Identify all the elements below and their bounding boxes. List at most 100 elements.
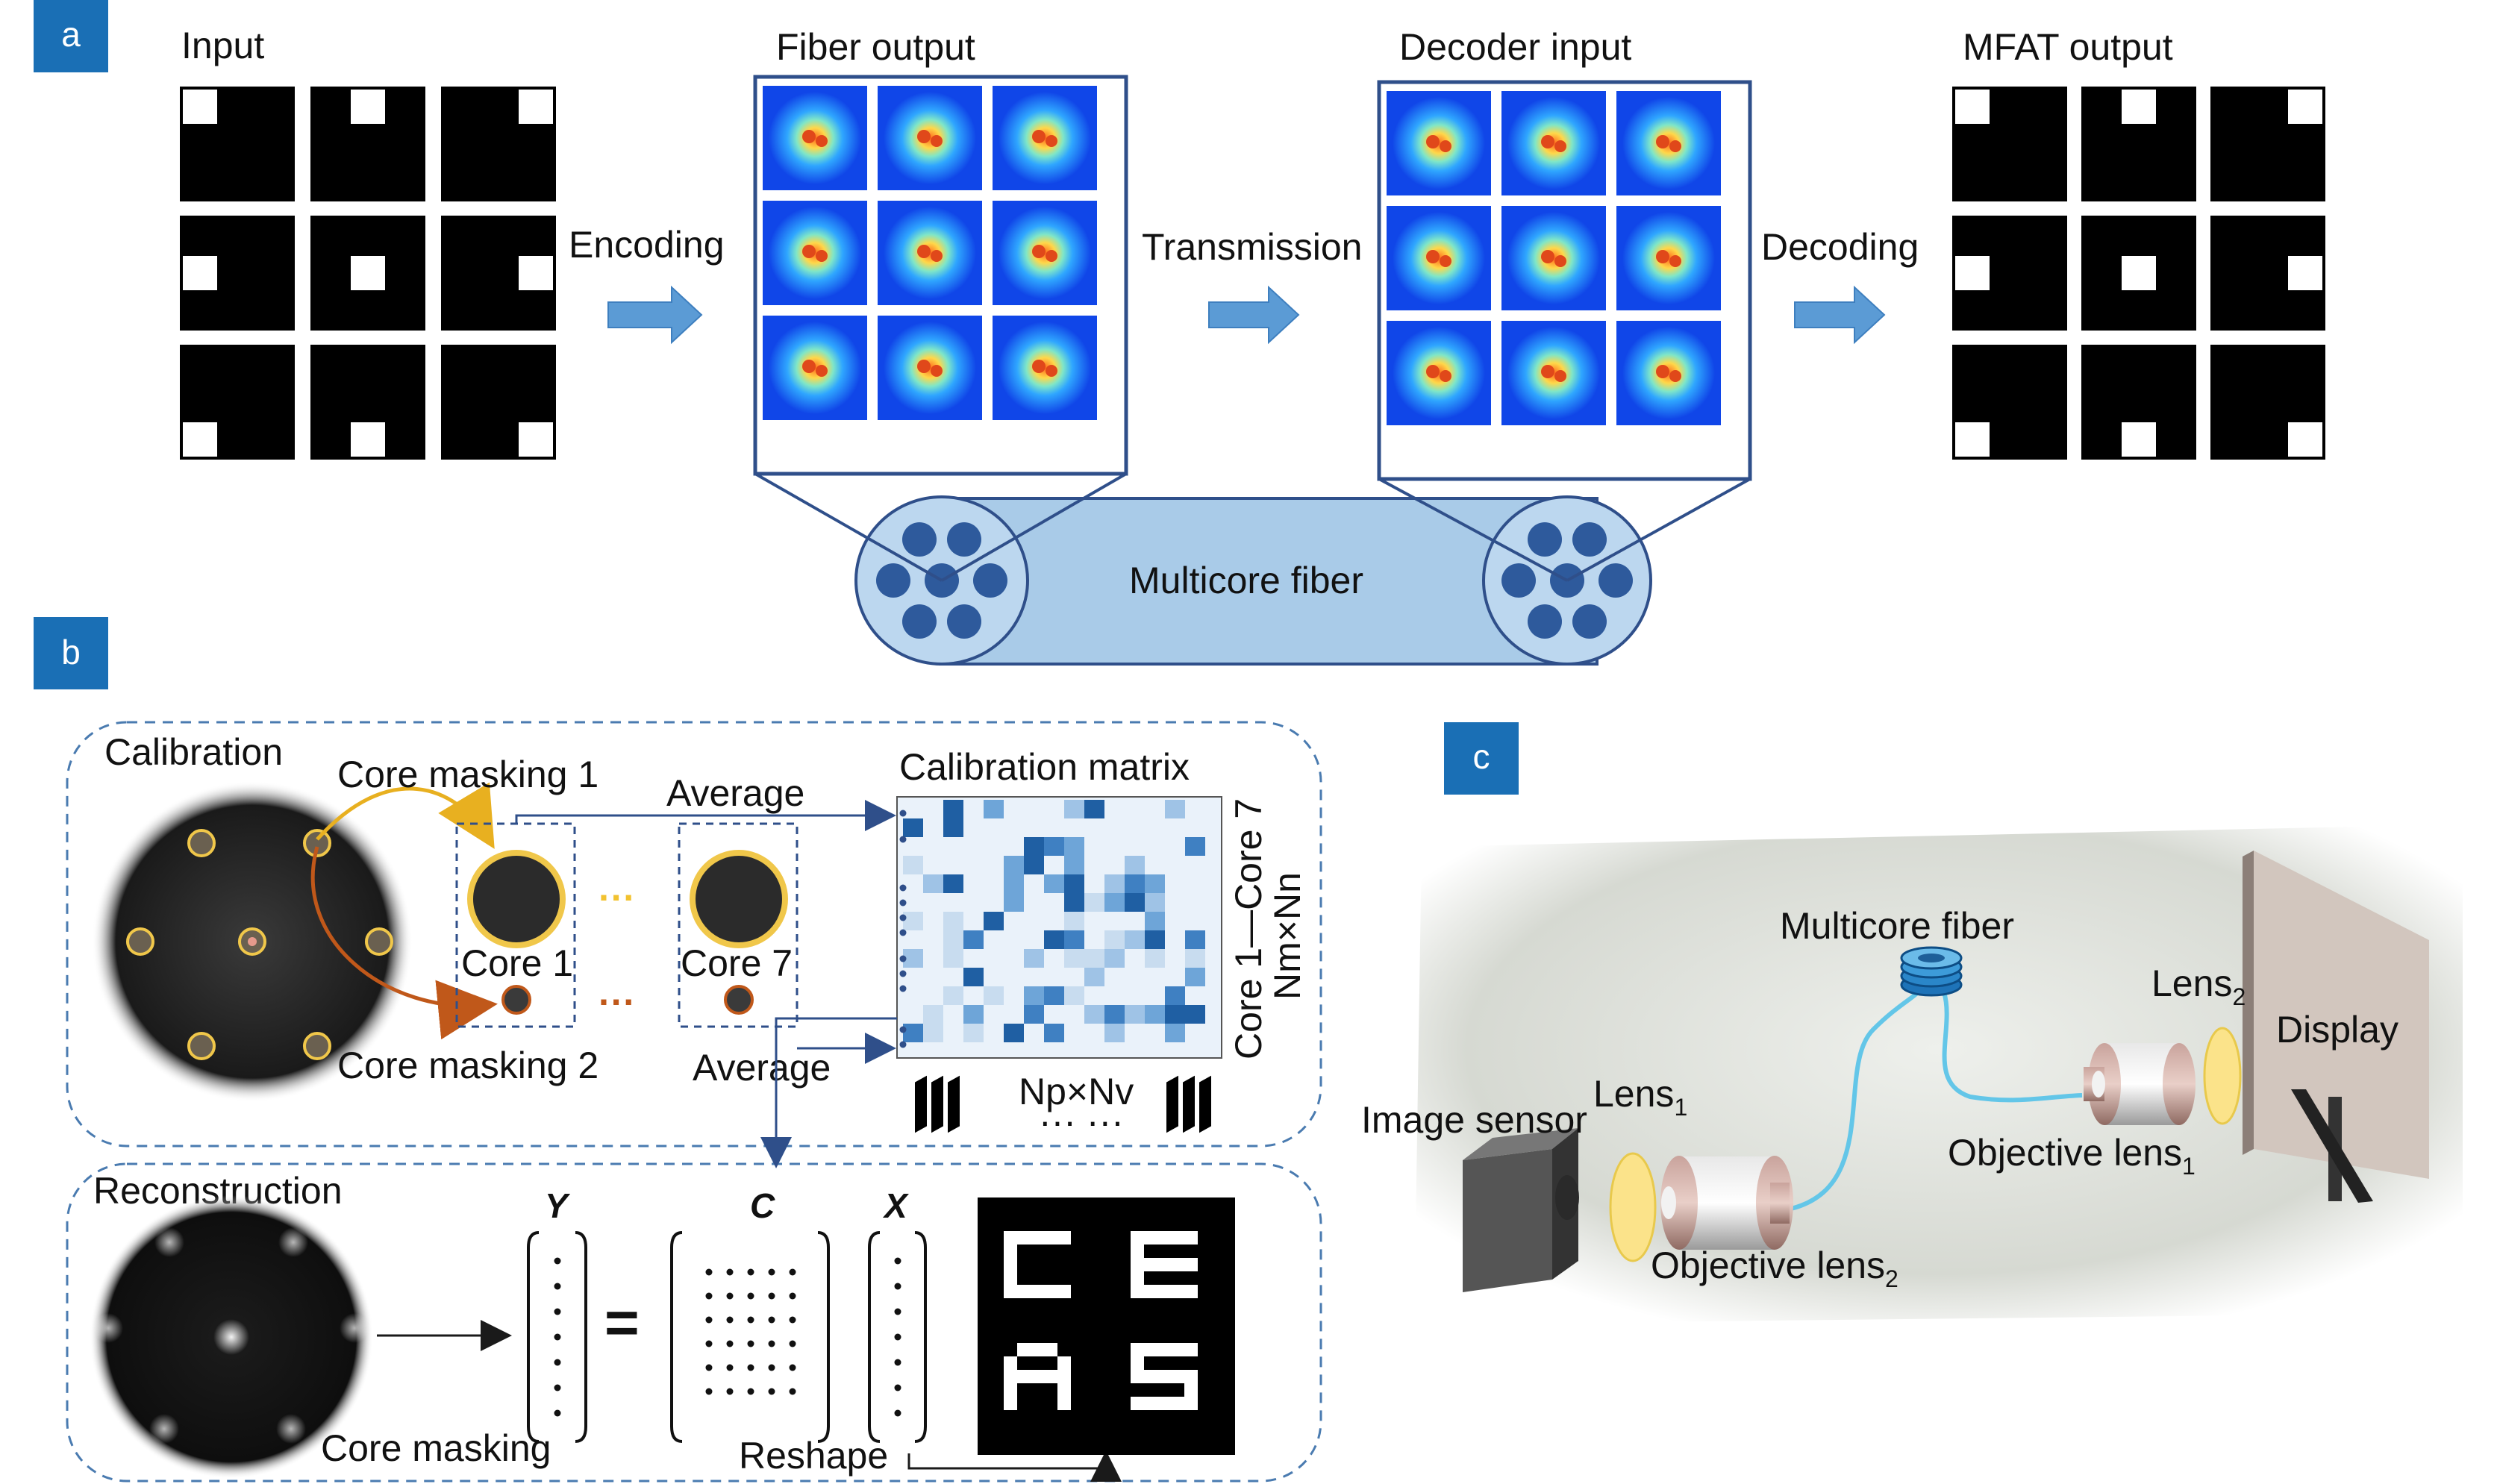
matrix-cell xyxy=(1044,837,1064,856)
speckle-spot xyxy=(917,245,931,258)
pattern-cell-black xyxy=(180,345,220,385)
matrix-cell xyxy=(1024,837,1044,856)
pattern-cell-black xyxy=(2156,419,2196,460)
pattern-block xyxy=(441,216,556,331)
letter-pixel xyxy=(1144,1285,1157,1298)
panel-c-tag xyxy=(1444,722,1519,795)
pattern-cell-black xyxy=(310,345,351,385)
letter-pixel xyxy=(1171,1343,1184,1356)
speckle-tile xyxy=(993,201,1097,305)
core-7-ring xyxy=(690,850,788,948)
matrix-cell xyxy=(984,986,1004,1005)
pattern-cell-black xyxy=(2081,419,2122,460)
c-entry-dot xyxy=(726,1268,734,1276)
pattern-cell-black xyxy=(2081,253,2122,293)
matrix-cell xyxy=(943,930,963,949)
speckle-spot xyxy=(1440,255,1451,267)
pattern-cell-black xyxy=(1990,161,2030,201)
pattern-cell-black xyxy=(478,419,519,460)
pattern-cell-black xyxy=(2285,161,2325,201)
c-right-bracket xyxy=(817,1231,830,1443)
equals-sign: = xyxy=(604,1289,640,1356)
y-entry-dot xyxy=(554,1384,561,1391)
letter-pixel xyxy=(1157,1258,1171,1271)
matrix-row-dot xyxy=(899,985,907,992)
speckle-spot xyxy=(1656,135,1669,148)
pattern-cell-black xyxy=(2027,124,2067,164)
y-right-bracket xyxy=(575,1231,587,1443)
matrix-cell xyxy=(1064,912,1084,930)
matrix-cell xyxy=(1064,874,1084,893)
pattern-cell-black xyxy=(1990,382,2030,422)
objective-lens-1-label: Objective lens1 xyxy=(1948,1132,2196,1180)
display-label: Display xyxy=(2276,1009,2398,1051)
pattern-cell-black xyxy=(1990,290,2030,331)
matrix-cell xyxy=(1185,968,1205,986)
matrix-cell xyxy=(1084,968,1104,986)
objective-lens-2-label: Objective lens2 xyxy=(1651,1245,1898,1292)
matrix-cell xyxy=(903,1024,923,1042)
pattern-cell-black xyxy=(254,87,295,127)
panel-c: c xyxy=(1361,722,2463,1324)
matrix-cell xyxy=(1145,930,1165,949)
pattern-cell-black xyxy=(478,124,519,164)
objective-lens-1 xyxy=(2084,1043,2196,1125)
matrix-cell xyxy=(984,800,1004,818)
matrix-cell xyxy=(1104,1024,1125,1042)
speckle-spot xyxy=(1669,370,1681,382)
pattern-cell-black xyxy=(2119,345,2159,385)
pattern-cell-black xyxy=(1952,216,1993,256)
image-sensor-device xyxy=(1463,1128,1579,1292)
pattern-cell-black xyxy=(217,290,257,331)
matrix-cell xyxy=(1004,874,1024,893)
fiber-core xyxy=(1572,604,1607,639)
speckle-tile xyxy=(1501,206,1606,310)
x-entry-dot xyxy=(894,1333,901,1341)
speckle-spot xyxy=(917,360,931,373)
core-1-label: Core 1 xyxy=(461,942,573,984)
pattern-cell-black xyxy=(385,161,425,201)
letter-pixel xyxy=(1004,1285,1017,1298)
pattern-cell-black xyxy=(2210,87,2251,127)
panel-b: b Calibration Core masking 1 Core maskin… xyxy=(34,617,1322,1483)
pattern-cell-black xyxy=(441,124,481,164)
speckle-spot xyxy=(802,130,816,143)
panel-b-tag xyxy=(34,617,108,689)
fiber-core xyxy=(1528,604,1562,639)
c-entry-dot xyxy=(789,1268,796,1276)
zoom-line-left-2 xyxy=(940,472,1128,582)
facet-core xyxy=(187,1032,216,1060)
pattern-cell-black xyxy=(2285,382,2325,422)
matrix-cell xyxy=(1064,837,1084,856)
fiber-core xyxy=(1528,522,1562,557)
matrix-cell xyxy=(943,818,963,837)
matrix-cell xyxy=(1125,1005,1145,1024)
letter-pixel xyxy=(1004,1245,1017,1258)
speckle-spot xyxy=(1046,365,1057,377)
matrix-cell xyxy=(1165,986,1185,1005)
pattern-cell-black xyxy=(2210,345,2251,385)
matrix-cell xyxy=(903,818,923,837)
c-entry-dot xyxy=(726,1340,734,1347)
speckle-tile xyxy=(878,201,982,305)
pattern-cell-black xyxy=(516,345,556,385)
letter-pixel xyxy=(1057,1231,1071,1245)
pattern-cell-white xyxy=(516,87,556,127)
pattern-cell-black xyxy=(2027,216,2067,256)
letter-pixel xyxy=(1171,1231,1184,1245)
pattern-block xyxy=(180,216,295,331)
zoom-line-left-1 xyxy=(754,472,943,582)
x-left-bracket xyxy=(868,1231,881,1443)
pattern-cell-black xyxy=(180,290,220,331)
pattern-cell-black xyxy=(441,345,481,385)
matrix-cell xyxy=(1004,1024,1024,1042)
letter-pixel xyxy=(1031,1370,1044,1383)
c-entry-dot xyxy=(789,1316,796,1324)
core-7-label: Core 7 xyxy=(681,942,793,984)
speckle-spot xyxy=(1046,250,1057,262)
matrix-cell xyxy=(1044,986,1064,1005)
pattern-cell-black xyxy=(2248,290,2288,331)
speckle-spot xyxy=(1426,135,1440,148)
fiber-output-speckles xyxy=(763,86,1097,420)
matrix-row-dot xyxy=(899,884,907,892)
